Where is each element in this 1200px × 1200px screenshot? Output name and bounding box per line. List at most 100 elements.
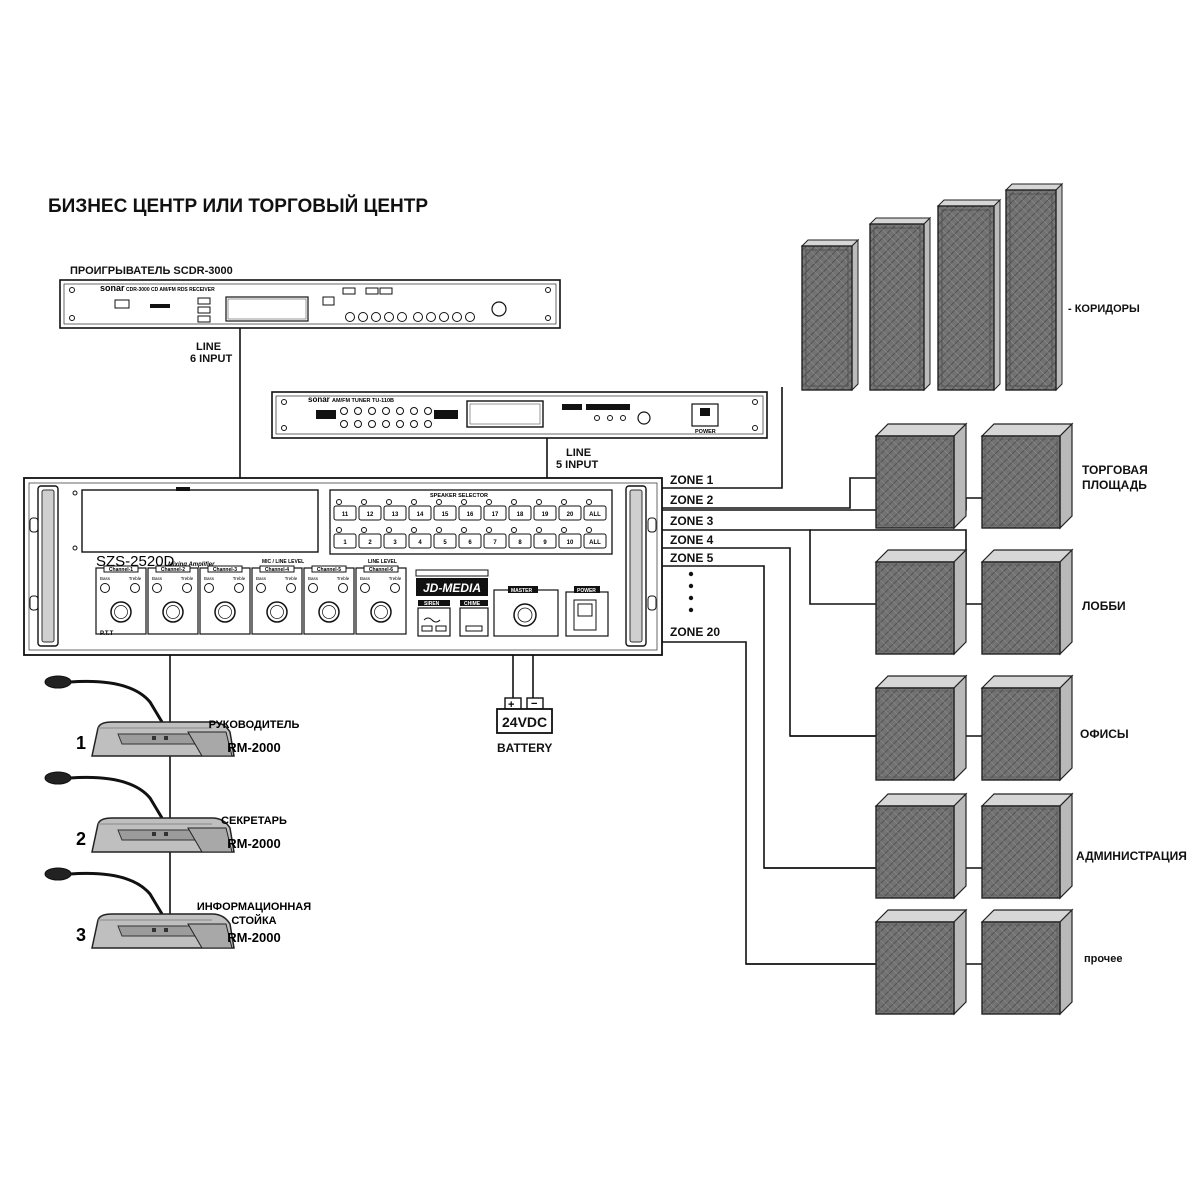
zone-bottom-button-1: [333, 533, 357, 549]
treble-label: Treble: [181, 576, 194, 581]
bass-knob: [360, 583, 370, 593]
zone-bottom-led: [436, 527, 442, 533]
volume-knob-inner: [166, 605, 180, 619]
zone-top-button-19: [533, 505, 557, 521]
speaker-side: [993, 198, 1001, 392]
zone-bottom-button-4: [408, 533, 432, 549]
speaker-body: [875, 909, 967, 1015]
mic-base: [91, 817, 235, 853]
speaker-body: [981, 423, 1073, 529]
volume-knob: [266, 601, 288, 623]
zone-top-button-14: [408, 505, 432, 521]
area-trade-1: ТОРГОВАЯ: [1082, 463, 1148, 477]
speaker-grille: [1005, 189, 1057, 391]
mic-head: [44, 771, 72, 785]
tuner-brand: sonar: [308, 395, 330, 404]
zone-top-led: [486, 499, 492, 505]
gooseneck: [69, 871, 164, 915]
power-label: POWER: [577, 588, 596, 594]
channel-tag: [103, 565, 139, 573]
zone-bottom-button-label: 6: [468, 540, 472, 546]
battery-minus: −: [531, 698, 537, 710]
area-lobby: ЛОББИ: [1082, 599, 1126, 613]
mic-base: [91, 913, 235, 949]
zone-top-led: [561, 499, 567, 505]
column-speaker-4: [1004, 182, 1064, 392]
zone-bottom-button-label: 3: [393, 540, 397, 546]
mic-role: РУКОВОДИТЕЛЬ: [209, 719, 300, 731]
area-admin: АДМИНИСТРАЦИЯ: [1076, 849, 1187, 863]
speaker-frame: [1009, 193, 1053, 387]
volume-knob-inner: [374, 605, 388, 619]
speaker-body: [981, 675, 1073, 781]
zone-top-led: [386, 499, 392, 505]
box-speaker-trade-2: [981, 423, 1073, 529]
box-speakers: [875, 423, 1073, 1015]
speaker-body: [981, 793, 1073, 899]
channel-name: Channel-1: [109, 567, 133, 573]
zone-bottom-led: [586, 527, 592, 533]
volume-knob: [214, 601, 236, 623]
zone-top-button-label: 11: [342, 512, 349, 518]
tuner-button: [424, 420, 432, 428]
volume-knob-inner: [270, 605, 284, 619]
treble-knob: [286, 583, 296, 593]
bass-label: Bass: [360, 576, 371, 581]
box-speaker-lobby-2: [981, 549, 1073, 655]
line6-label-b: 6 INPUT: [190, 353, 232, 365]
zone-bottom-led: [461, 527, 467, 533]
zone-bottom-button-label: 4: [418, 540, 422, 546]
ptt-label: P.T.T: [100, 631, 114, 637]
zone-bottom-button-all: [583, 533, 607, 549]
zone-top-led: [586, 499, 592, 505]
mic-role: СЕКРЕТАРЬ: [221, 815, 287, 827]
box-speaker-offices-1: [875, 675, 967, 781]
tuner-button: [424, 407, 432, 415]
player-button: [371, 312, 381, 322]
player-button: [345, 312, 355, 322]
mic-head: [44, 675, 72, 689]
line-level-label: LINE LEVEL: [368, 559, 397, 565]
area-trade-2: ПЛОЩАДЬ: [1082, 478, 1147, 492]
zone-top-button-label: 13: [392, 512, 399, 518]
tuner-button: [340, 407, 348, 415]
speaker-body: [981, 549, 1073, 655]
zone-top-button-13: [383, 505, 407, 521]
channel-tag: [311, 565, 347, 573]
volume-knob: [370, 601, 392, 623]
mic-model: RM-2000: [227, 930, 280, 945]
treble-label: Treble: [389, 576, 402, 581]
page-title: БИЗНЕС ЦЕНТР ИЛИ ТОРГОВЫЙ ЦЕНТР: [48, 195, 428, 217]
bass-label: Bass: [204, 576, 215, 581]
zone-top-button-label: 14: [417, 512, 424, 518]
line6-label-a: LINE: [196, 341, 221, 353]
bass-label: Bass: [308, 576, 319, 581]
speaker-body: [875, 549, 967, 655]
zone-bottom-button-label: 9: [543, 540, 547, 546]
volume-knob-inner: [322, 605, 336, 619]
tuner-button: [368, 407, 376, 415]
speaker-body: [875, 675, 967, 781]
battery-plus: +: [508, 699, 514, 711]
channel-name: Channel-6: [369, 567, 393, 573]
zone-bottom-button-3: [383, 533, 407, 549]
treble-knob: [130, 583, 140, 593]
zone-label-20: ZONE 20: [670, 625, 720, 639]
zone-top-button-12: [358, 505, 382, 521]
bass-knob: [100, 583, 110, 593]
tuner-button: [382, 420, 390, 428]
gooseneck: [69, 775, 164, 819]
zone-top-led: [361, 499, 367, 505]
gooseneck: [69, 679, 164, 723]
zone-top-led: [536, 499, 542, 505]
zone-bottom-button-label: 2: [368, 540, 372, 546]
cd-player: sonar CDR-3000 CD AM/FM RDS RECEIVER: [59, 279, 561, 329]
zone-top-button-18: [508, 505, 532, 521]
channel-name: Channel-3: [213, 567, 237, 573]
treble-label: Treble: [233, 576, 246, 581]
speaker-top: [800, 239, 860, 247]
tuner-button: [410, 407, 418, 415]
speaker-frame: [873, 227, 921, 387]
